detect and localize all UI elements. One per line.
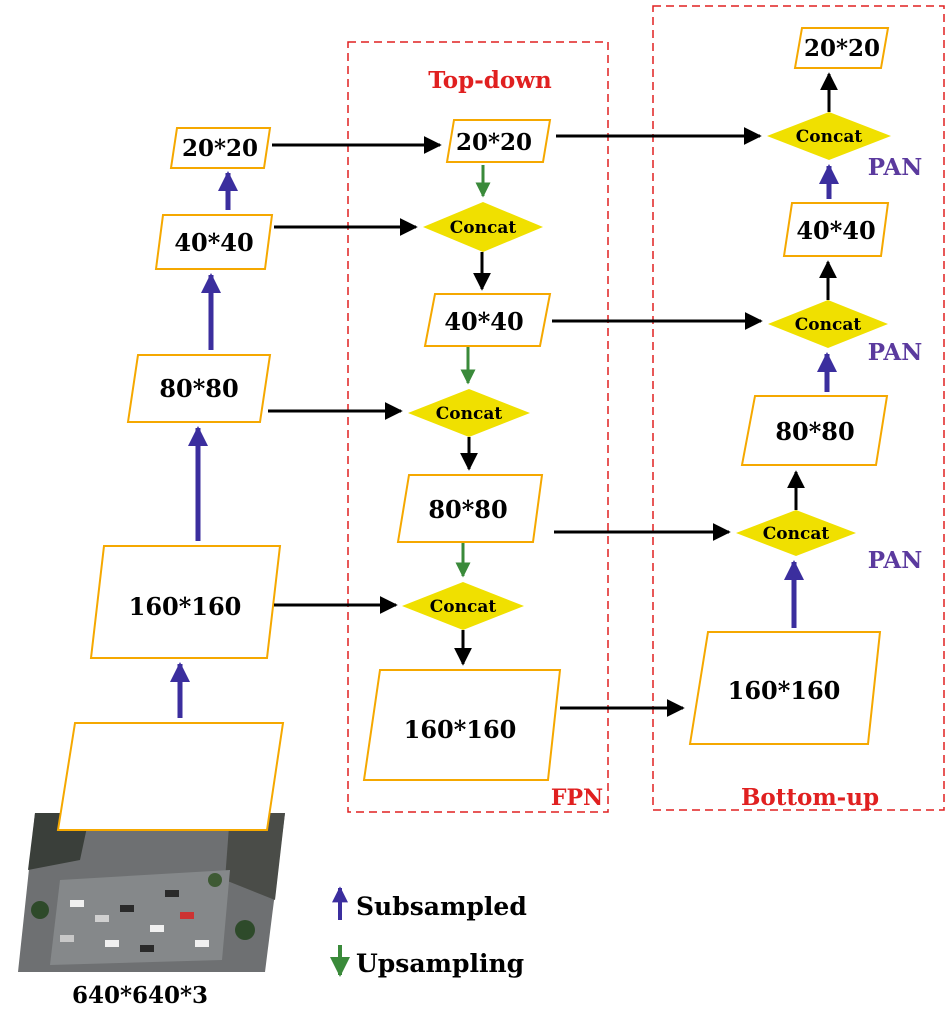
concat-node (736, 510, 856, 556)
fpn-label-80: 80*80 (428, 495, 507, 524)
pan-stage-label: PAN (868, 547, 923, 574)
pan-region-title: Bottom-up (741, 784, 879, 811)
backbone-box-160 (89, 545, 282, 659)
concat-node (768, 300, 888, 348)
fpn-label-40: 40*40 (444, 307, 523, 336)
pan-box-80 (740, 395, 889, 466)
backbone-label-160: 160*160 (129, 592, 242, 621)
concat-label: Concat (450, 218, 517, 238)
fpn-label-160: 160*160 (404, 715, 517, 744)
concat-label: Concat (796, 127, 863, 147)
pan-label-20: 20*20 (804, 35, 880, 62)
backbone-label-80: 80*80 (159, 374, 238, 403)
pan-stage-label: PAN (868, 154, 923, 181)
pan-input-label: 160*160 (728, 676, 841, 705)
concat-label: Concat (795, 315, 862, 335)
concat-label: Concat (436, 404, 503, 424)
fpn-box-160 (362, 669, 562, 781)
fpn-box-40 (423, 293, 552, 347)
legend: Subsampled Upsampling (330, 886, 527, 978)
backbone-label-40: 40*40 (174, 228, 253, 257)
fpn-title: Top-down (428, 67, 552, 94)
input-box (56, 722, 285, 831)
fpn-box-20 (445, 119, 552, 163)
legend-label-upsampling: Upsampling (356, 949, 524, 978)
input-size-label: 640*640*3 (72, 982, 208, 1009)
backbone-label-20: 20*20 (182, 135, 258, 162)
fpn-top-label: 20*20 (456, 129, 532, 156)
pan-box-20 (793, 27, 890, 69)
backbone-box-20 (169, 127, 272, 169)
concat-label: Concat (763, 524, 830, 544)
concat-node (767, 112, 891, 160)
fpn-label: FPN (551, 785, 603, 811)
backbone-box-40 (154, 214, 274, 270)
concat-node (402, 582, 524, 630)
pan-box-160 (688, 631, 882, 745)
legend-label-subsampled: Subsampled (356, 892, 527, 921)
pan-label-80: 80*80 (775, 417, 854, 446)
concat-label: Concat (430, 597, 497, 617)
concat-node (408, 389, 530, 437)
concat-node (423, 202, 543, 252)
pan-region (652, 5, 945, 811)
pan-label-40: 40*40 (796, 216, 875, 245)
backbone-box-80 (126, 354, 272, 423)
pan-box-40 (782, 202, 890, 257)
pan-stage-label: PAN (868, 339, 923, 366)
aerial-parking-lot-photo (18, 813, 285, 972)
fpn-region (347, 41, 609, 813)
fpn-box-80 (396, 474, 544, 543)
